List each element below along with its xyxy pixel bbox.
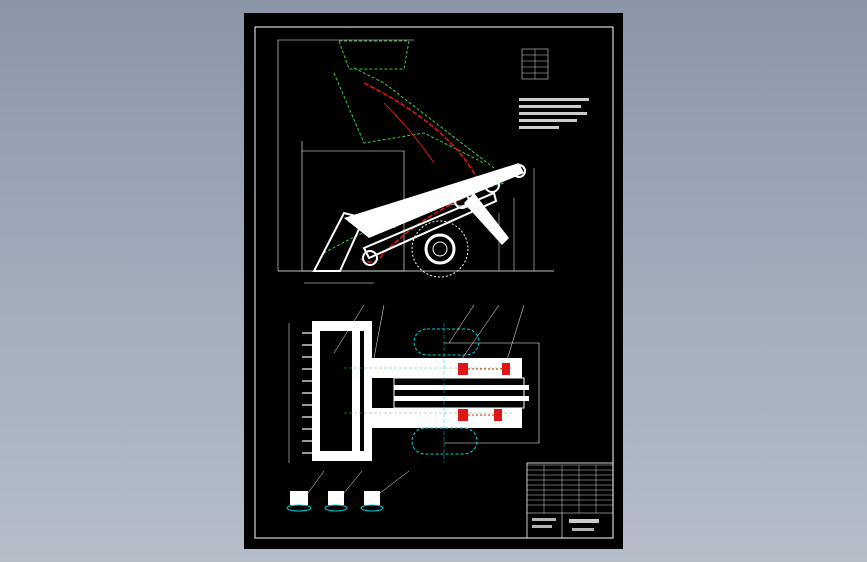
plan-view bbox=[288, 304, 540, 463]
hydraulic-line bbox=[383, 102, 435, 164]
raised-arm bbox=[353, 67, 495, 169]
pivot-pin bbox=[362, 250, 378, 266]
detail-part bbox=[364, 491, 380, 505]
center-link bbox=[394, 396, 529, 401]
title-block-frame bbox=[526, 462, 614, 539]
wheel-hub bbox=[424, 233, 456, 265]
hydraulic-cylinder bbox=[458, 409, 468, 421]
raised-linkage bbox=[333, 72, 485, 164]
hydraulic-cylinder bbox=[494, 409, 502, 421]
bucket-wall bbox=[352, 331, 360, 451]
center-link bbox=[394, 385, 529, 390]
detail-part bbox=[290, 491, 308, 505]
hydraulic-line bbox=[358, 82, 478, 263]
hydraulic-cylinder bbox=[458, 363, 468, 375]
bucket-teeth bbox=[302, 332, 312, 454]
boom-arm bbox=[344, 163, 524, 238]
wheel-outline bbox=[411, 220, 469, 278]
title-block bbox=[526, 462, 614, 539]
side-elevation-view bbox=[277, 39, 554, 284]
raised-bucket bbox=[338, 40, 410, 70]
detail-parts bbox=[286, 470, 410, 512]
hydraulic-cylinder bbox=[502, 363, 510, 375]
technical-notes bbox=[519, 48, 589, 129]
pivot-pin bbox=[512, 164, 526, 178]
envelope-line bbox=[277, 39, 414, 271]
callout-leaders bbox=[333, 304, 525, 364]
pivot-pin bbox=[454, 193, 470, 209]
lift-link bbox=[464, 193, 509, 245]
front-wheel-right bbox=[411, 427, 478, 455]
pivot-pin bbox=[484, 177, 500, 193]
detail-part bbox=[328, 491, 344, 505]
front-wheel-left bbox=[413, 328, 480, 356]
tilt-link bbox=[362, 191, 498, 260]
sheet-border bbox=[254, 26, 614, 539]
drawing-sheet bbox=[244, 13, 623, 549]
cross-tube bbox=[393, 377, 525, 409]
wheel-center bbox=[432, 241, 448, 257]
parts-table bbox=[527, 464, 613, 513]
drawing-canvas bbox=[254, 26, 614, 539]
frame-outline bbox=[444, 342, 540, 444]
